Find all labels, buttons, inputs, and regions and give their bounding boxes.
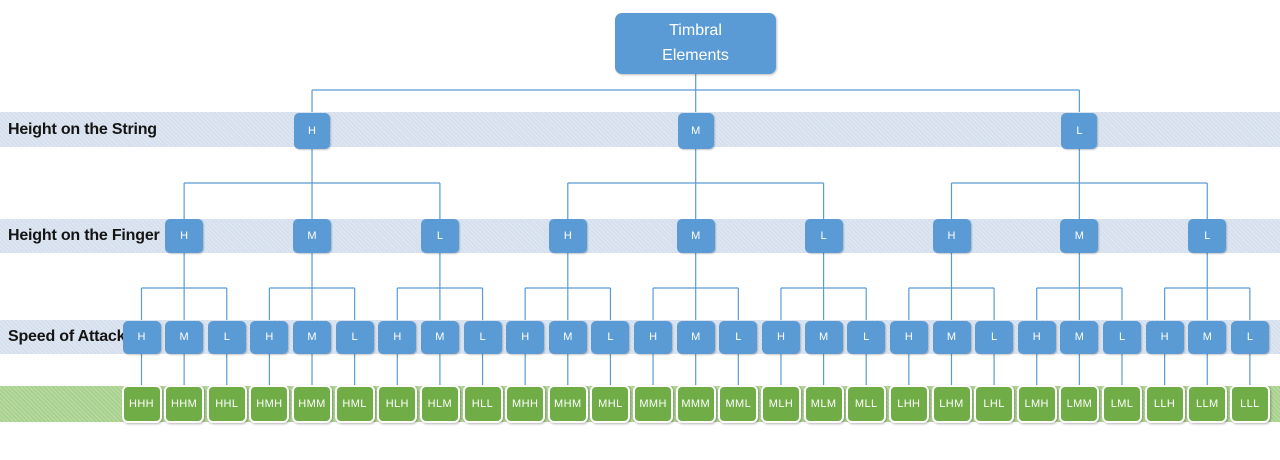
node-finger-5: L bbox=[804, 219, 843, 253]
node-leaves-24: LLH bbox=[1144, 385, 1185, 423]
node-finger-6: H bbox=[932, 219, 971, 253]
node-attack-24: H bbox=[1145, 321, 1184, 354]
node-attack-12: H bbox=[634, 321, 673, 354]
node-leaves-23: LML bbox=[1102, 385, 1142, 423]
node-leaves-12: MMH bbox=[633, 385, 674, 423]
node-finger-0: H bbox=[165, 219, 204, 253]
node-leaves-17: MLL bbox=[846, 385, 887, 423]
node-leaves-5: HML bbox=[334, 385, 375, 423]
node-leaves-15: MLH bbox=[761, 385, 801, 423]
node-leaves-4: HMM bbox=[292, 385, 332, 423]
node-attack-20: L bbox=[975, 321, 1014, 354]
node-finger-2: L bbox=[420, 219, 459, 253]
node-attack-7: M bbox=[420, 321, 459, 354]
node-leaves-20: LHL bbox=[974, 385, 1015, 423]
node-attack-11: L bbox=[591, 321, 630, 354]
node-leaves-16: MLM bbox=[803, 385, 844, 423]
node-attack-25: M bbox=[1188, 321, 1227, 354]
node-leaves-0: HHH bbox=[121, 385, 162, 423]
node-attack-8: L bbox=[463, 321, 502, 354]
node-attack-4: M bbox=[293, 321, 331, 354]
node-leaves-13: MMM bbox=[675, 385, 716, 423]
node-attack-15: H bbox=[762, 321, 800, 354]
node-finger-7: M bbox=[1060, 219, 1099, 253]
node-leaves-6: HLH bbox=[377, 385, 418, 423]
node-attack-10: M bbox=[548, 321, 587, 354]
row-label-speed-of-attack: Speed of Attack bbox=[8, 328, 126, 345]
node-finger-3: H bbox=[548, 219, 587, 253]
node-attack-2: L bbox=[207, 321, 246, 354]
node-leaves-18: LHH bbox=[888, 385, 929, 423]
node-attack-21: H bbox=[1017, 321, 1056, 354]
node-leaves-11: MHL bbox=[590, 385, 631, 423]
node-attack-19: M bbox=[932, 321, 971, 354]
node-attack-23: L bbox=[1103, 321, 1141, 354]
node-string-2: L bbox=[1061, 113, 1098, 149]
root-node-label: Timbral Elements bbox=[662, 21, 729, 64]
node-finger-1: M bbox=[293, 219, 331, 253]
node-attack-13: M bbox=[676, 321, 715, 354]
node-attack-16: M bbox=[804, 321, 843, 354]
node-attack-18: H bbox=[889, 321, 928, 354]
node-finger-8: L bbox=[1188, 219, 1227, 253]
node-attack-9: H bbox=[506, 321, 545, 354]
node-leaves-7: HLM bbox=[419, 385, 460, 423]
node-attack-14: L bbox=[719, 321, 758, 354]
node-leaves-3: HMH bbox=[249, 385, 290, 423]
node-attack-26: L bbox=[1230, 321, 1269, 354]
node-attack-5: L bbox=[335, 321, 374, 354]
node-leaves-25: LLM bbox=[1187, 385, 1228, 423]
node-string-0: H bbox=[294, 113, 330, 149]
node-leaves-1: HHM bbox=[164, 385, 205, 423]
root-node-timbral-elements: Timbral Elements bbox=[615, 13, 776, 74]
node-leaves-26: LLL bbox=[1229, 385, 1270, 423]
row-label-height-on-string: Height on the String bbox=[8, 120, 157, 138]
node-leaves-19: LHM bbox=[931, 385, 972, 423]
node-leaves-2: HHL bbox=[206, 385, 247, 423]
node-string-1: M bbox=[677, 113, 714, 149]
node-leaves-21: LMH bbox=[1016, 385, 1057, 423]
node-attack-17: L bbox=[847, 321, 886, 354]
node-finger-4: M bbox=[676, 219, 715, 253]
node-attack-6: H bbox=[378, 321, 417, 354]
row-label-height-on-finger: Height on the Finger bbox=[8, 227, 160, 244]
node-leaves-14: MML bbox=[718, 385, 759, 423]
node-attack-1: M bbox=[165, 321, 204, 354]
node-leaves-10: MHM bbox=[547, 385, 588, 423]
node-attack-22: M bbox=[1060, 321, 1099, 354]
node-leaves-8: HLL bbox=[462, 385, 503, 423]
node-leaves-9: MHH bbox=[505, 385, 546, 423]
node-leaves-22: LMM bbox=[1059, 385, 1100, 423]
node-attack-3: H bbox=[250, 321, 289, 354]
node-attack-0: H bbox=[122, 321, 161, 354]
